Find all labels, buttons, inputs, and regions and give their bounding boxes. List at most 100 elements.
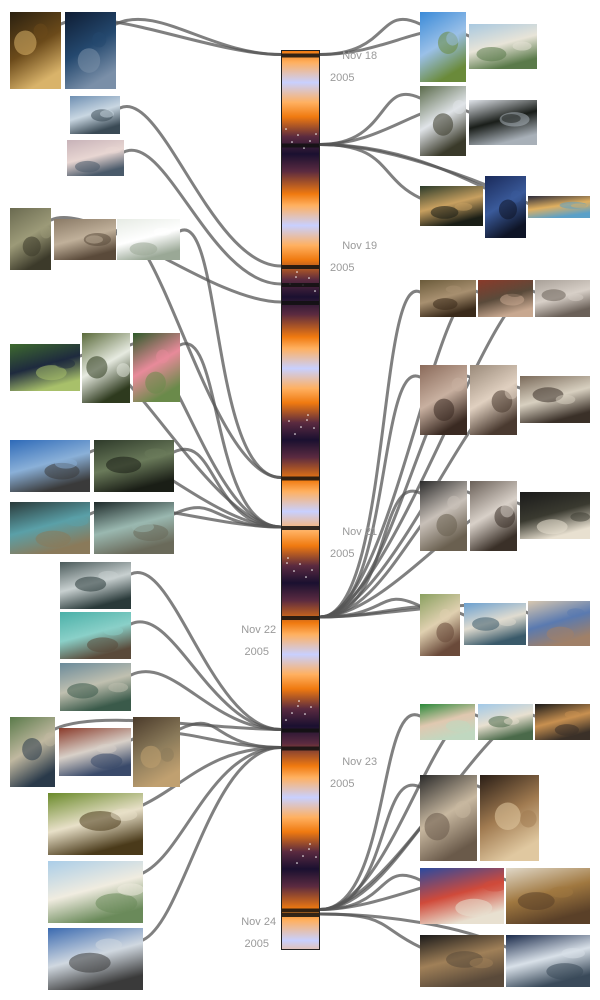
photo-motorbike[interactable] bbox=[48, 928, 143, 990]
connector-curve bbox=[118, 104, 283, 268]
timeline-star bbox=[310, 706, 312, 708]
timeline-star bbox=[290, 849, 292, 851]
photo-lizard-on-tree[interactable] bbox=[10, 208, 51, 270]
photo-paintings-night[interactable] bbox=[420, 935, 504, 987]
timeline-star bbox=[298, 700, 300, 702]
photo-egret[interactable] bbox=[82, 333, 130, 403]
photo-tall-palm[interactable] bbox=[420, 12, 466, 82]
photo-palace[interactable] bbox=[48, 861, 143, 923]
photo-image bbox=[478, 280, 533, 317]
timeline-photo-tick bbox=[282, 301, 319, 305]
photo-cave-ceiling[interactable] bbox=[520, 376, 590, 423]
timeline-star bbox=[297, 134, 299, 136]
photo-image bbox=[464, 603, 526, 645]
photo-cave-pool[interactable] bbox=[10, 502, 90, 554]
photo-child-sand[interactable] bbox=[420, 594, 460, 656]
photo-hotel-night[interactable] bbox=[10, 12, 61, 89]
photo-crafts-table[interactable] bbox=[420, 868, 504, 924]
photo-image bbox=[480, 775, 539, 861]
timeline-star bbox=[307, 414, 309, 416]
connector-curve bbox=[141, 746, 283, 942]
timeline-day-band bbox=[282, 51, 319, 154]
photo-airport-plane[interactable] bbox=[506, 935, 590, 987]
photo-image bbox=[10, 344, 80, 391]
date-label-nov-19: Nov 19 2005 bbox=[330, 230, 377, 296]
photo-image bbox=[59, 728, 131, 776]
timeline-bar[interactable] bbox=[281, 50, 320, 950]
photo-beach-bar-night[interactable] bbox=[535, 704, 590, 740]
connector-curve bbox=[318, 374, 422, 619]
photo-image bbox=[420, 868, 504, 924]
timeline-day-band bbox=[282, 440, 319, 583]
photo-rock-shell[interactable] bbox=[535, 280, 590, 317]
timeline-star bbox=[309, 843, 311, 845]
photo-waterfall-rocks[interactable] bbox=[60, 562, 131, 609]
photo-beach-legs[interactable] bbox=[528, 601, 590, 646]
photo-image bbox=[133, 333, 180, 402]
date-label-year: 2005 bbox=[330, 72, 355, 84]
photo-image bbox=[10, 12, 61, 89]
photo-image bbox=[94, 502, 174, 554]
photo-meat-stall[interactable] bbox=[59, 728, 131, 776]
photo-vendors[interactable] bbox=[133, 717, 180, 787]
photo-pool-palms-night[interactable] bbox=[65, 12, 116, 89]
photo-image bbox=[117, 219, 180, 260]
date-label-nov-18: Nov 18 2005 bbox=[330, 40, 377, 106]
photo-palms-dusk[interactable] bbox=[420, 186, 483, 226]
photo-cave-formations[interactable] bbox=[470, 365, 517, 435]
photo-cave-stalactites[interactable] bbox=[420, 365, 467, 435]
timeline-star bbox=[296, 862, 298, 864]
photo-image bbox=[506, 935, 590, 987]
photo-wristband[interactable] bbox=[420, 704, 475, 740]
photo-image bbox=[10, 502, 90, 554]
photo-cave-arch[interactable] bbox=[94, 502, 174, 554]
photo-turquoise-pool[interactable] bbox=[60, 612, 131, 659]
timeline-photo-tick bbox=[282, 908, 319, 913]
photo-driftwood[interactable] bbox=[54, 219, 116, 260]
photo-image bbox=[420, 775, 477, 861]
photo-beach-umbrellas[interactable] bbox=[478, 704, 533, 740]
photo-market-rugs[interactable] bbox=[60, 663, 131, 711]
photo-colonial-street[interactable] bbox=[10, 717, 55, 787]
photo-image bbox=[528, 196, 590, 218]
photo-crab-seaweed[interactable] bbox=[420, 280, 476, 317]
photo-figurines[interactable] bbox=[506, 868, 590, 924]
photo-crab-closeup[interactable] bbox=[478, 280, 533, 317]
photo-cave-lit[interactable] bbox=[420, 481, 467, 551]
photo-image bbox=[535, 704, 590, 740]
connector-curve bbox=[172, 506, 283, 529]
photo-beach-palm-row[interactable] bbox=[469, 24, 537, 69]
photo-cave-column[interactable] bbox=[470, 481, 517, 551]
photo-palm-grove-man[interactable] bbox=[420, 86, 466, 156]
photo-image bbox=[65, 12, 116, 89]
photo-beach-walkers[interactable] bbox=[464, 603, 526, 645]
timeline-star bbox=[288, 420, 290, 422]
photo-beach-sunset-people[interactable] bbox=[67, 140, 124, 176]
photo-beach-boat[interactable] bbox=[70, 96, 120, 134]
timeline-photo-tick bbox=[282, 476, 319, 481]
timeline-photo-tick bbox=[282, 526, 319, 530]
photo-flamingo[interactable] bbox=[133, 333, 180, 402]
photo-image bbox=[420, 12, 466, 82]
photo-basilica[interactable] bbox=[10, 440, 90, 492]
photo-resort-night[interactable] bbox=[528, 196, 590, 218]
photo-cave-forest[interactable] bbox=[94, 440, 174, 492]
photo-palm-silhouettes[interactable] bbox=[469, 100, 537, 145]
photo-souvenir-stall[interactable] bbox=[420, 775, 477, 861]
timeline-star bbox=[315, 856, 317, 858]
photo-cave-dark-light[interactable] bbox=[520, 492, 590, 539]
photo-fruit-cart[interactable] bbox=[48, 793, 143, 855]
date-label-year: 2005 bbox=[244, 938, 269, 950]
photo-image bbox=[420, 594, 460, 656]
photo-palms-night-blue[interactable] bbox=[485, 176, 526, 238]
photo-image bbox=[469, 100, 537, 145]
timeline-star bbox=[300, 426, 302, 428]
photo-moorhen[interactable] bbox=[10, 344, 80, 391]
photo-white-flower[interactable] bbox=[117, 219, 180, 260]
timeline-star bbox=[287, 557, 289, 559]
photo-image bbox=[420, 481, 467, 551]
photo-wood-carvings[interactable] bbox=[480, 775, 539, 861]
date-label-year: 2005 bbox=[244, 646, 269, 658]
timeline-star bbox=[285, 128, 287, 130]
